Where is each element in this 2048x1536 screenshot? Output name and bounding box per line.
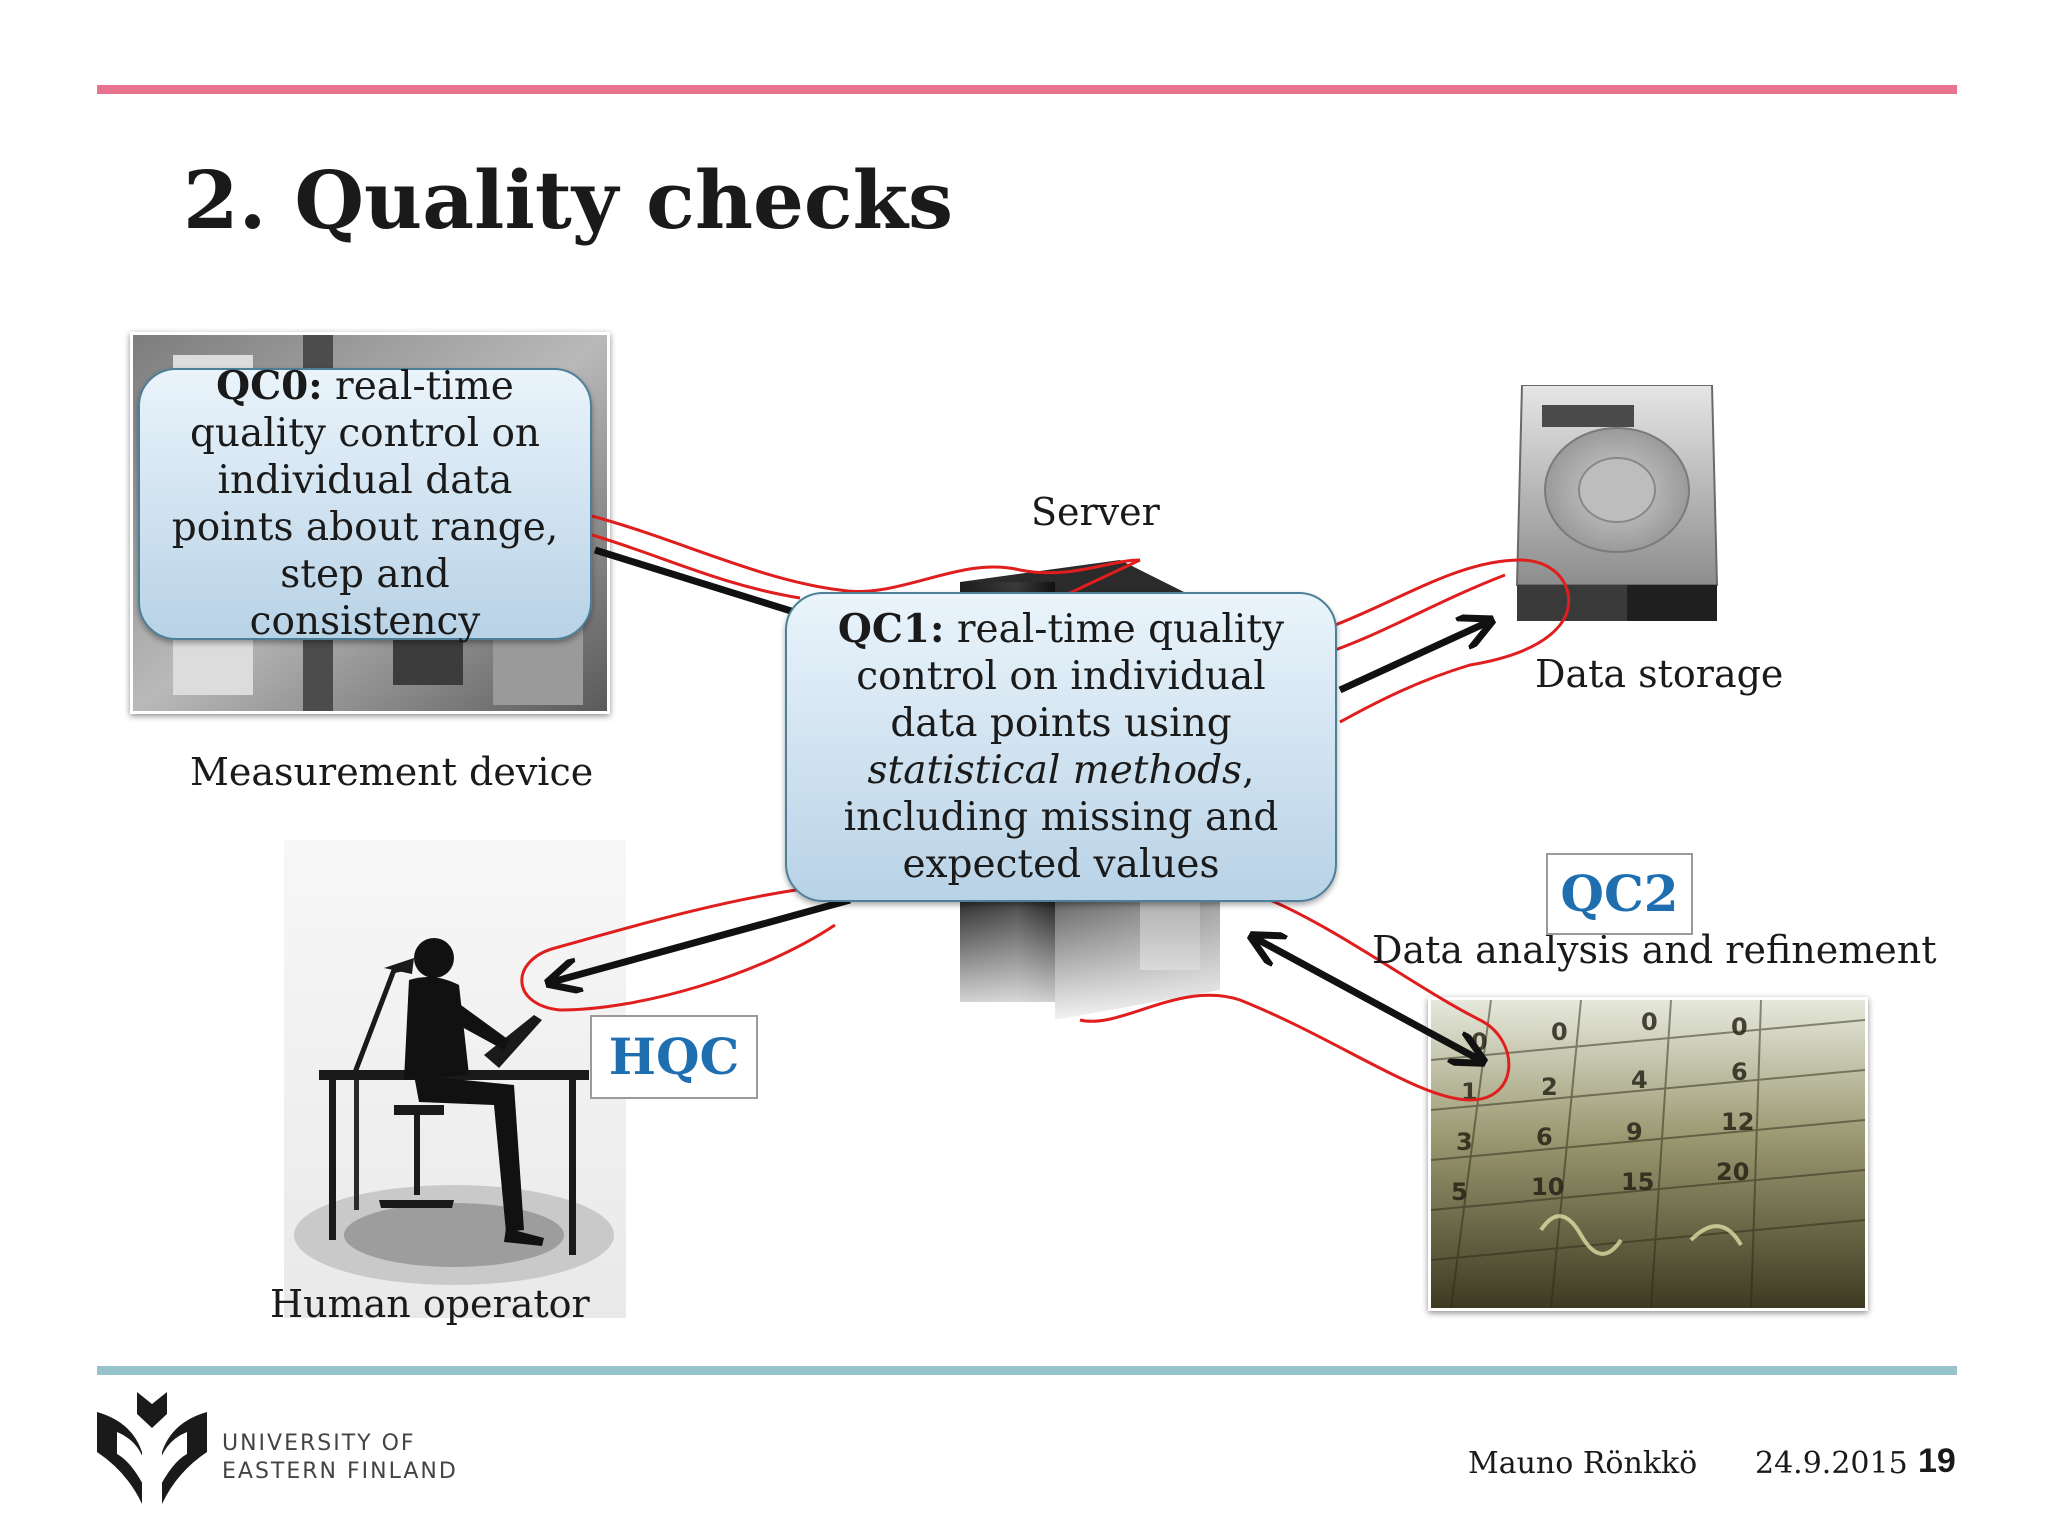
data-storage-image bbox=[1512, 384, 1730, 625]
label-human-operator: Human operator bbox=[270, 1282, 590, 1326]
label-data-analysis: Data analysis and refinement bbox=[1372, 928, 1937, 972]
svg-text:0: 0 bbox=[1731, 1013, 1748, 1041]
arrow-device-to-server bbox=[593, 546, 822, 624]
top-rule bbox=[97, 85, 1957, 94]
hard-drive bbox=[1515, 384, 1719, 621]
svg-text:3: 3 bbox=[1456, 1128, 1473, 1156]
qc0-box: QC0: real-time quality control on indivi… bbox=[138, 363, 592, 644]
qc0-text: QC0: real-time quality control on indivi… bbox=[164, 363, 566, 645]
qc1-description-italic: statistical methods bbox=[867, 748, 1243, 793]
svg-text:6: 6 bbox=[1536, 1123, 1553, 1151]
university-logo-icon bbox=[97, 1392, 207, 1504]
footer-author: Mauno Rönkkö bbox=[1468, 1446, 1698, 1481]
university-name-line1: UNIVERSITY OF bbox=[222, 1431, 416, 1456]
svg-text:5: 5 bbox=[1451, 1178, 1468, 1206]
bottom-rule bbox=[97, 1366, 1957, 1375]
arrow-server-to-storage bbox=[1338, 622, 1488, 694]
university-name: UNIVERSITY OF EASTERN FINLAND bbox=[222, 1430, 458, 1486]
qc1-description-1: real-time quality control on individual … bbox=[856, 607, 1285, 746]
label-data-storage: Data storage bbox=[1535, 652, 1784, 696]
label-measurement-device: Measurement device bbox=[190, 750, 594, 794]
hqc-tag: HQC bbox=[590, 1015, 758, 1099]
arrow-server-analysis bbox=[1255, 938, 1480, 1060]
slide-title: 2. Quality checks bbox=[183, 153, 954, 247]
human-operator-image bbox=[294, 938, 614, 1285]
svg-text:0: 0 bbox=[1551, 1018, 1568, 1046]
qc2-tag: QC2 bbox=[1546, 853, 1693, 935]
svg-text:0: 0 bbox=[1641, 1008, 1658, 1036]
svg-text:4: 4 bbox=[1631, 1066, 1648, 1094]
svg-text:15: 15 bbox=[1621, 1168, 1654, 1196]
qc0-description: real-time quality control on individual … bbox=[171, 364, 559, 644]
label-server: Server bbox=[1031, 490, 1160, 534]
red-loop-analysis bbox=[1079, 898, 1511, 1102]
human-operator-photo bbox=[284, 840, 626, 1318]
page-number: 19 bbox=[1918, 1442, 1956, 1480]
svg-text:10: 10 bbox=[1531, 1173, 1564, 1201]
red-loop-operator bbox=[520, 886, 836, 1012]
svg-text:2: 2 bbox=[1541, 1073, 1558, 1101]
footer-date: 24.9.2015 bbox=[1755, 1446, 1908, 1481]
svg-text:20: 20 bbox=[1716, 1158, 1749, 1186]
qc1-label: QC1: bbox=[837, 606, 945, 652]
svg-text:12: 12 bbox=[1721, 1108, 1754, 1136]
qc1-box: QC1: real-time quality control on indivi… bbox=[785, 592, 1337, 902]
university-name-line2: EASTERN FINLAND bbox=[222, 1459, 458, 1484]
svg-text:6: 6 bbox=[1731, 1058, 1748, 1086]
red-loop-storage bbox=[1334, 558, 1571, 724]
qc1-description-2: , including missing and expected values bbox=[843, 748, 1279, 887]
svg-text:9: 9 bbox=[1626, 1118, 1643, 1146]
qc1-text: QC1: real-time quality control on indivi… bbox=[811, 606, 1311, 888]
qc0-label: QC0: bbox=[216, 363, 323, 409]
arrow-server-to-operator bbox=[552, 896, 851, 982]
university-logo bbox=[97, 1392, 207, 1504]
